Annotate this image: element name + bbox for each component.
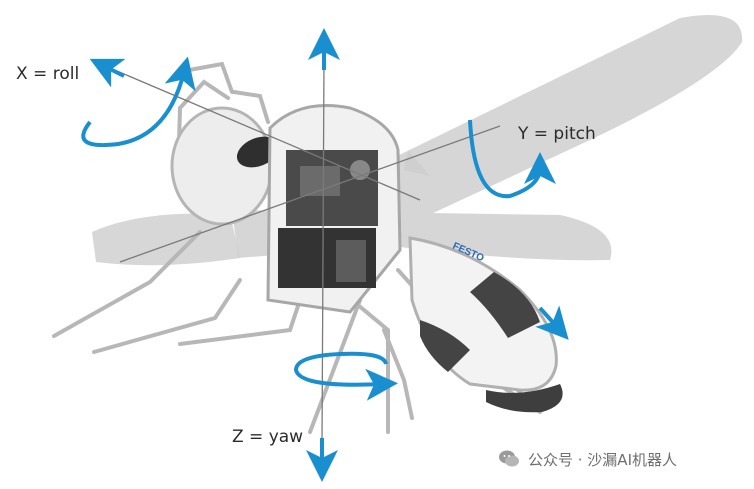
front-right-wing: [348, 15, 743, 234]
y-axis-arrow: [535, 305, 569, 340]
x-axis-arrow: [89, 58, 126, 88]
x-axis: [109, 67, 421, 201]
z-axis: [321, 59, 325, 445]
yaw-rotation-arrow: [293, 351, 398, 401]
wechat-icon: [499, 450, 519, 467]
watermark: 公众号 · 沙漏AI机器人: [498, 448, 677, 470]
abdomen: [408, 236, 563, 413]
front-left-wing: [404, 150, 430, 176]
watermark-text: 公众号 · 沙漏AI机器人: [528, 450, 677, 469]
roll-rotation-arrow: [81, 56, 196, 147]
pitch-rotation-arrow: [468, 119, 556, 199]
roll-axis-label: X = roll: [16, 64, 80, 84]
rear-left-wing: [92, 213, 240, 266]
y-axis: [119, 125, 501, 263]
pitch-axis-label: Y = pitch: [518, 124, 596, 144]
yaw-axis-label: Z = yaw: [232, 427, 304, 447]
